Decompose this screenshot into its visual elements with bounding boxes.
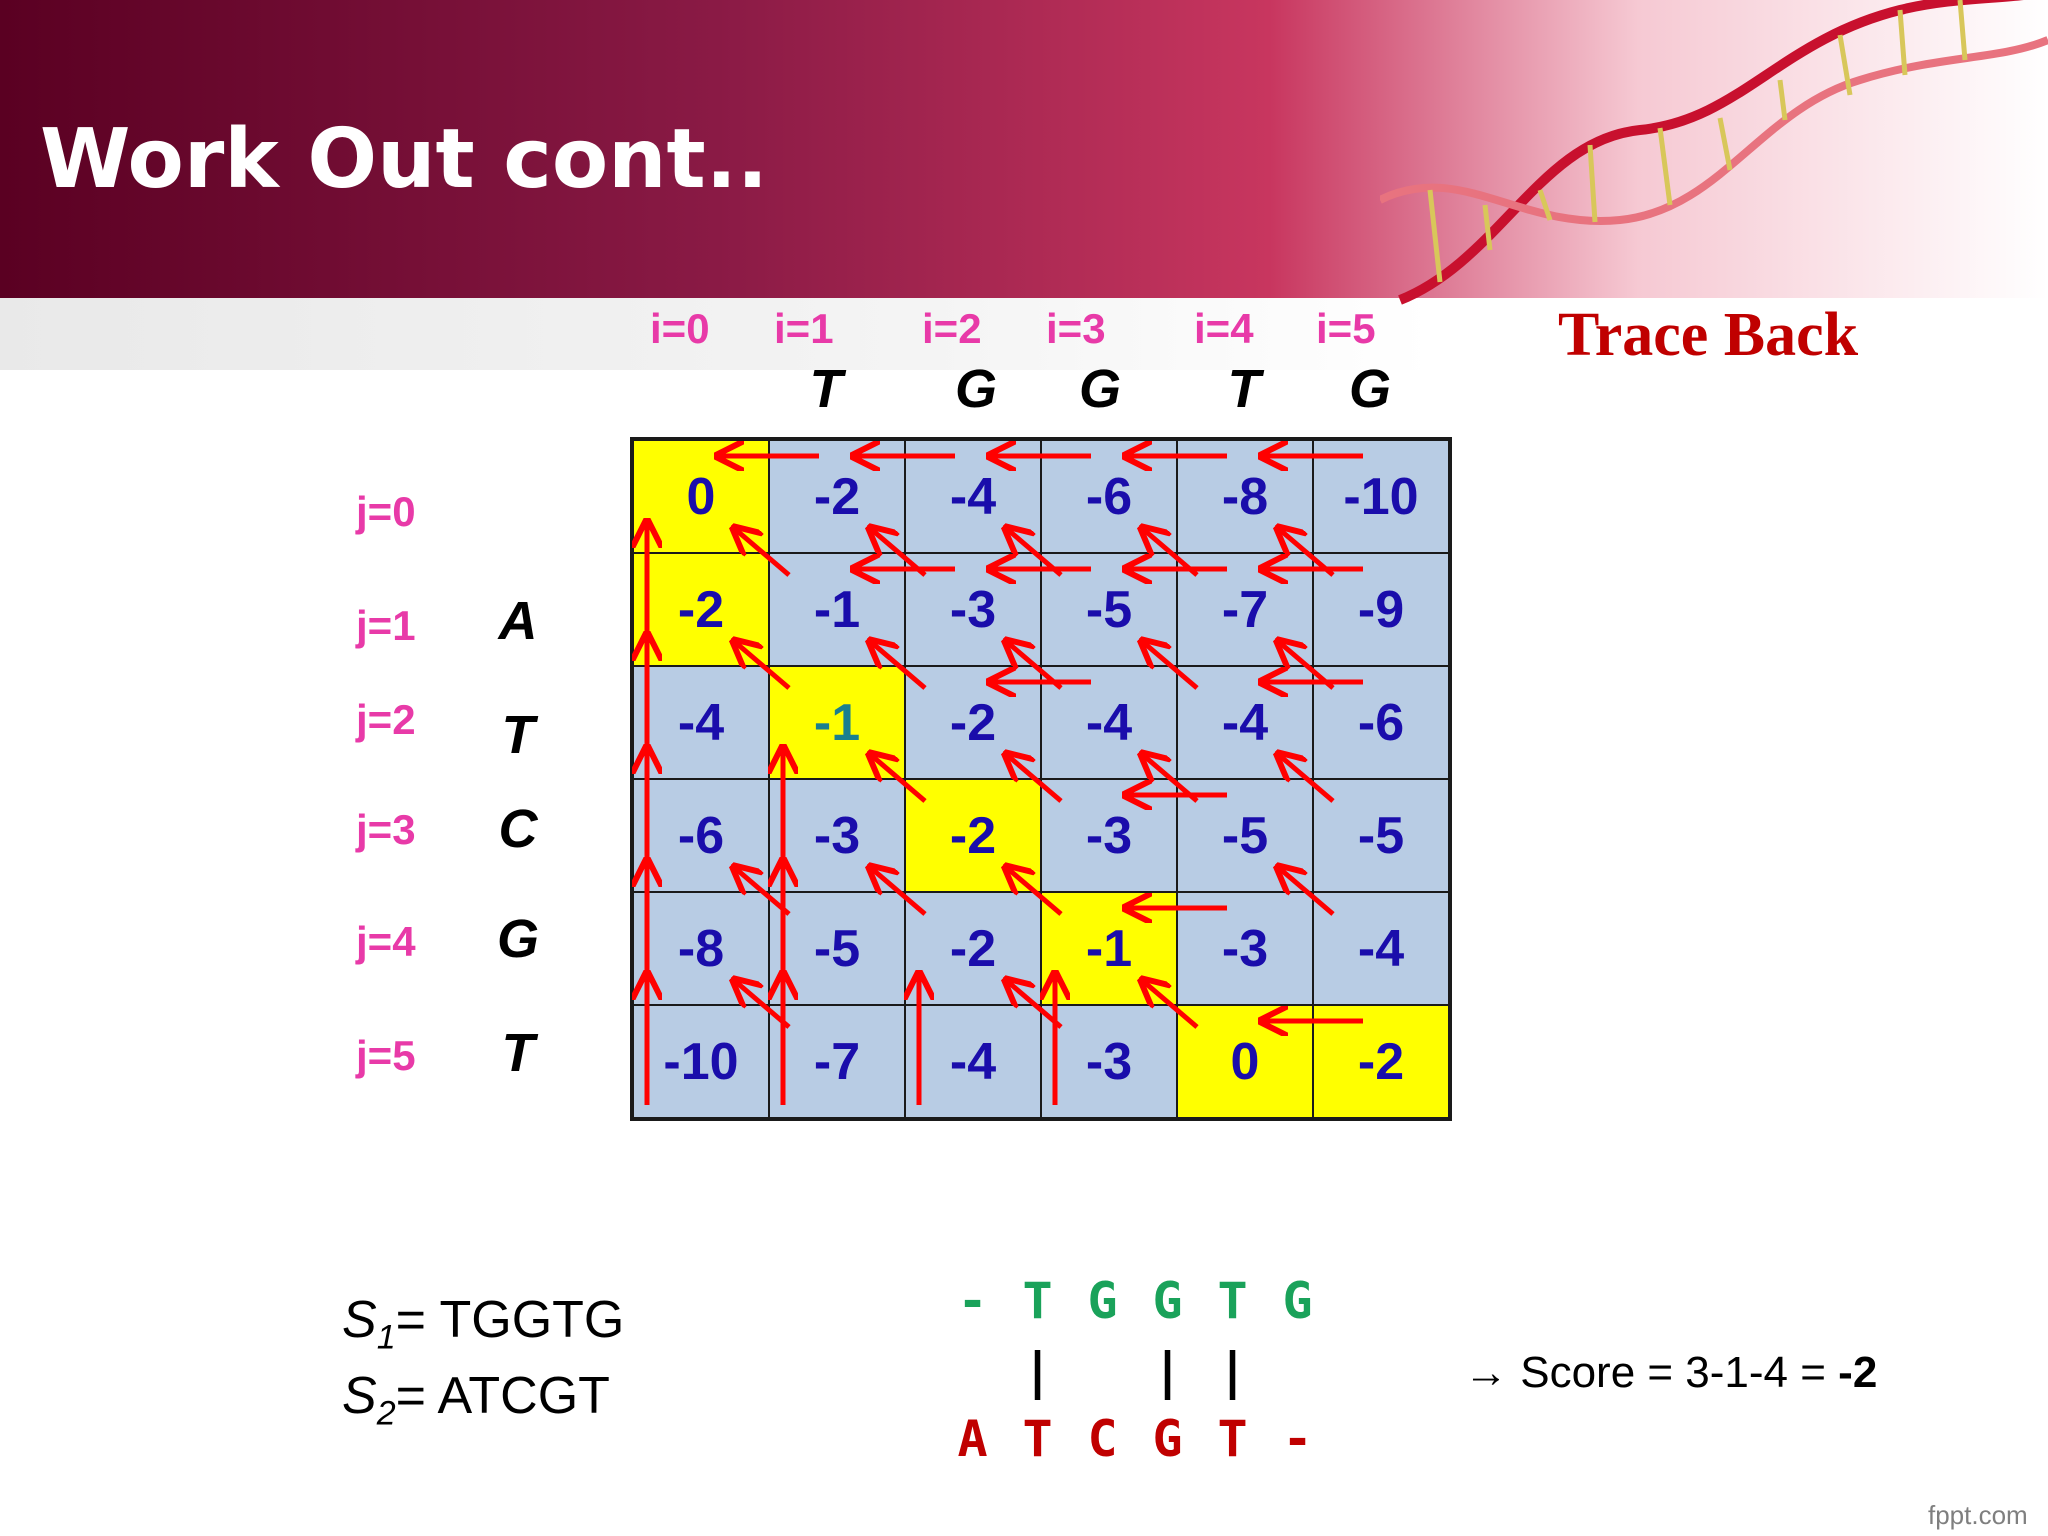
alignment-match-mark bbox=[1070, 1342, 1135, 1400]
alignment-top-char: G bbox=[1152, 1272, 1183, 1330]
matrix-cell-r1c1: -1 bbox=[769, 553, 905, 666]
matrix-cell-r3c5: -5 bbox=[1313, 779, 1449, 892]
alignment-match-mark: | bbox=[1022, 1342, 1053, 1400]
sequence-s2: S2= ATCGT bbox=[342, 1366, 610, 1433]
s1-prefix: S bbox=[342, 1291, 377, 1349]
alignment-top-char: T bbox=[1217, 1272, 1248, 1330]
matrix-cell-r2c1: -1 bbox=[769, 666, 905, 779]
alignment-bottom-char: - bbox=[1282, 1410, 1313, 1468]
trace-back-heading: Trace Back bbox=[1558, 301, 1859, 369]
s2-subscript: 2 bbox=[376, 1394, 396, 1433]
matrix-cell-r1c5: -9 bbox=[1313, 553, 1449, 666]
alignment-bottom-char: C bbox=[1087, 1410, 1118, 1468]
alignment-top-char: - bbox=[957, 1272, 988, 1330]
matrix-cell-r2c5: -6 bbox=[1313, 666, 1449, 779]
matrix-cell-r5c3: -3 bbox=[1041, 1005, 1177, 1118]
matrix-cell-r1c2: -3 bbox=[905, 553, 1041, 666]
s2-prefix: S bbox=[342, 1367, 377, 1425]
matrix-cell-r0c0: 0 bbox=[633, 440, 769, 553]
matrix-cell-r3c2: -2 bbox=[905, 779, 1041, 892]
matrix-cell-r3c1: -3 bbox=[769, 779, 905, 892]
score-text: → Score = 3-1-4 = bbox=[1464, 1348, 1839, 1397]
column-index-label: i=1 bbox=[774, 305, 834, 352]
row-letter: C bbox=[498, 799, 538, 859]
matrix-cell-r5c5: -2 bbox=[1313, 1005, 1449, 1118]
matrix-cell-r2c2: -2 bbox=[905, 666, 1041, 779]
matrix-cell-r4c1: -5 bbox=[769, 892, 905, 1005]
matrix-cell-r4c2: -2 bbox=[905, 892, 1041, 1005]
alignment-bottom-char: A bbox=[957, 1410, 988, 1468]
row-index-label: j=3 bbox=[356, 806, 416, 853]
matrix-cell-r0c3: -6 bbox=[1041, 440, 1177, 553]
matrix-cell-r4c3: -1 bbox=[1041, 892, 1177, 1005]
matrix-cell-r0c1: -2 bbox=[769, 440, 905, 553]
column-index-label: i=0 bbox=[650, 305, 710, 352]
matrix-cell-r4c0: -8 bbox=[633, 892, 769, 1005]
row-letter: A bbox=[498, 591, 538, 651]
column-letter: G bbox=[954, 359, 997, 419]
row-letter: T bbox=[501, 1023, 535, 1083]
row-index-label: j=5 bbox=[356, 1032, 416, 1079]
matrix-cell-r1c4: -7 bbox=[1177, 553, 1313, 666]
matrix-cell-r2c3: -4 bbox=[1041, 666, 1177, 779]
column-letter: T bbox=[809, 359, 843, 419]
column-index-label: i=3 bbox=[1046, 305, 1106, 352]
score-value: -2 bbox=[1838, 1348, 1878, 1397]
alignment-top-char: T bbox=[1022, 1272, 1053, 1330]
matrix-cell-r2c0: -4 bbox=[633, 666, 769, 779]
matrix-cell-r3c0: -6 bbox=[633, 779, 769, 892]
matrix-cell-r4c5: -4 bbox=[1313, 892, 1449, 1005]
matrix-cell-r1c3: -5 bbox=[1041, 553, 1177, 666]
sequence-s1: S1= TGGTG bbox=[342, 1290, 624, 1357]
slide-title: Work Out cont.. bbox=[40, 112, 769, 207]
alignment-top-row: - T G G T G bbox=[940, 1272, 1340, 1330]
column-letter: T bbox=[1227, 359, 1261, 419]
alignment-bottom-row: A T C G T - bbox=[940, 1410, 1340, 1468]
alignment-bottom-char: G bbox=[1152, 1410, 1183, 1468]
s2-value: = ATCGT bbox=[395, 1367, 610, 1425]
alignment-match-mark bbox=[940, 1342, 1005, 1400]
column-letter: G bbox=[1348, 359, 1391, 419]
alignment-match-row: | | | bbox=[940, 1342, 1340, 1400]
watermark: fppt.com bbox=[1928, 1500, 2028, 1530]
matrix-cell-r1c0: -2 bbox=[633, 553, 769, 666]
matrix-cell-r2c4: -4 bbox=[1177, 666, 1313, 779]
column-letter: G bbox=[1078, 359, 1121, 419]
alignment-match-mark: | bbox=[1217, 1342, 1248, 1400]
row-letter: G bbox=[496, 909, 539, 969]
alignment-top-char: G bbox=[1087, 1272, 1118, 1330]
matrix-cell-r5c2: -4 bbox=[905, 1005, 1041, 1118]
matrix-cell-r4c4: -3 bbox=[1177, 892, 1313, 1005]
row-index-label: j=2 bbox=[356, 696, 416, 743]
score-line: → Score = 3-1-4 = -2 bbox=[1464, 1348, 1877, 1398]
alignment-top-char: G bbox=[1282, 1272, 1313, 1330]
matrix-cell-r5c4: 0 bbox=[1177, 1005, 1313, 1118]
s1-subscript: 1 bbox=[376, 1318, 396, 1357]
alignment-match-mark bbox=[1265, 1342, 1330, 1400]
matrix-cell-r3c3: -3 bbox=[1041, 779, 1177, 892]
row-letter: T bbox=[501, 705, 535, 765]
column-index-label: i=4 bbox=[1194, 305, 1254, 352]
banner-strip bbox=[0, 298, 2048, 370]
matrix-cell-r3c4: -5 bbox=[1177, 779, 1313, 892]
alignment-bottom-char: T bbox=[1022, 1410, 1053, 1468]
dna-helix-image bbox=[1380, 0, 2048, 305]
matrix-cell-r0c2: -4 bbox=[905, 440, 1041, 553]
matrix-cell-r5c1: -7 bbox=[769, 1005, 905, 1118]
matrix-cell-r0c5: -10 bbox=[1313, 440, 1449, 553]
matrix-cell-r0c4: -8 bbox=[1177, 440, 1313, 553]
title-banner bbox=[0, 0, 2048, 298]
matrix-cell-r5c0: -10 bbox=[633, 1005, 769, 1118]
s1-value: = TGGTG bbox=[395, 1291, 625, 1349]
row-index-label: j=4 bbox=[356, 918, 416, 965]
column-index-label: i=2 bbox=[922, 305, 982, 352]
score-matrix: 0 -2 -4 -6 -8 -10 -2 -1 -3 -5 -7 -9 -4 -… bbox=[630, 437, 1452, 1121]
alignment-bottom-char: T bbox=[1217, 1410, 1248, 1468]
column-index-label: i=5 bbox=[1316, 305, 1376, 352]
row-index-label: j=1 bbox=[356, 602, 416, 649]
alignment-match-mark: | bbox=[1152, 1342, 1183, 1400]
row-index-label: j=0 bbox=[356, 488, 416, 535]
